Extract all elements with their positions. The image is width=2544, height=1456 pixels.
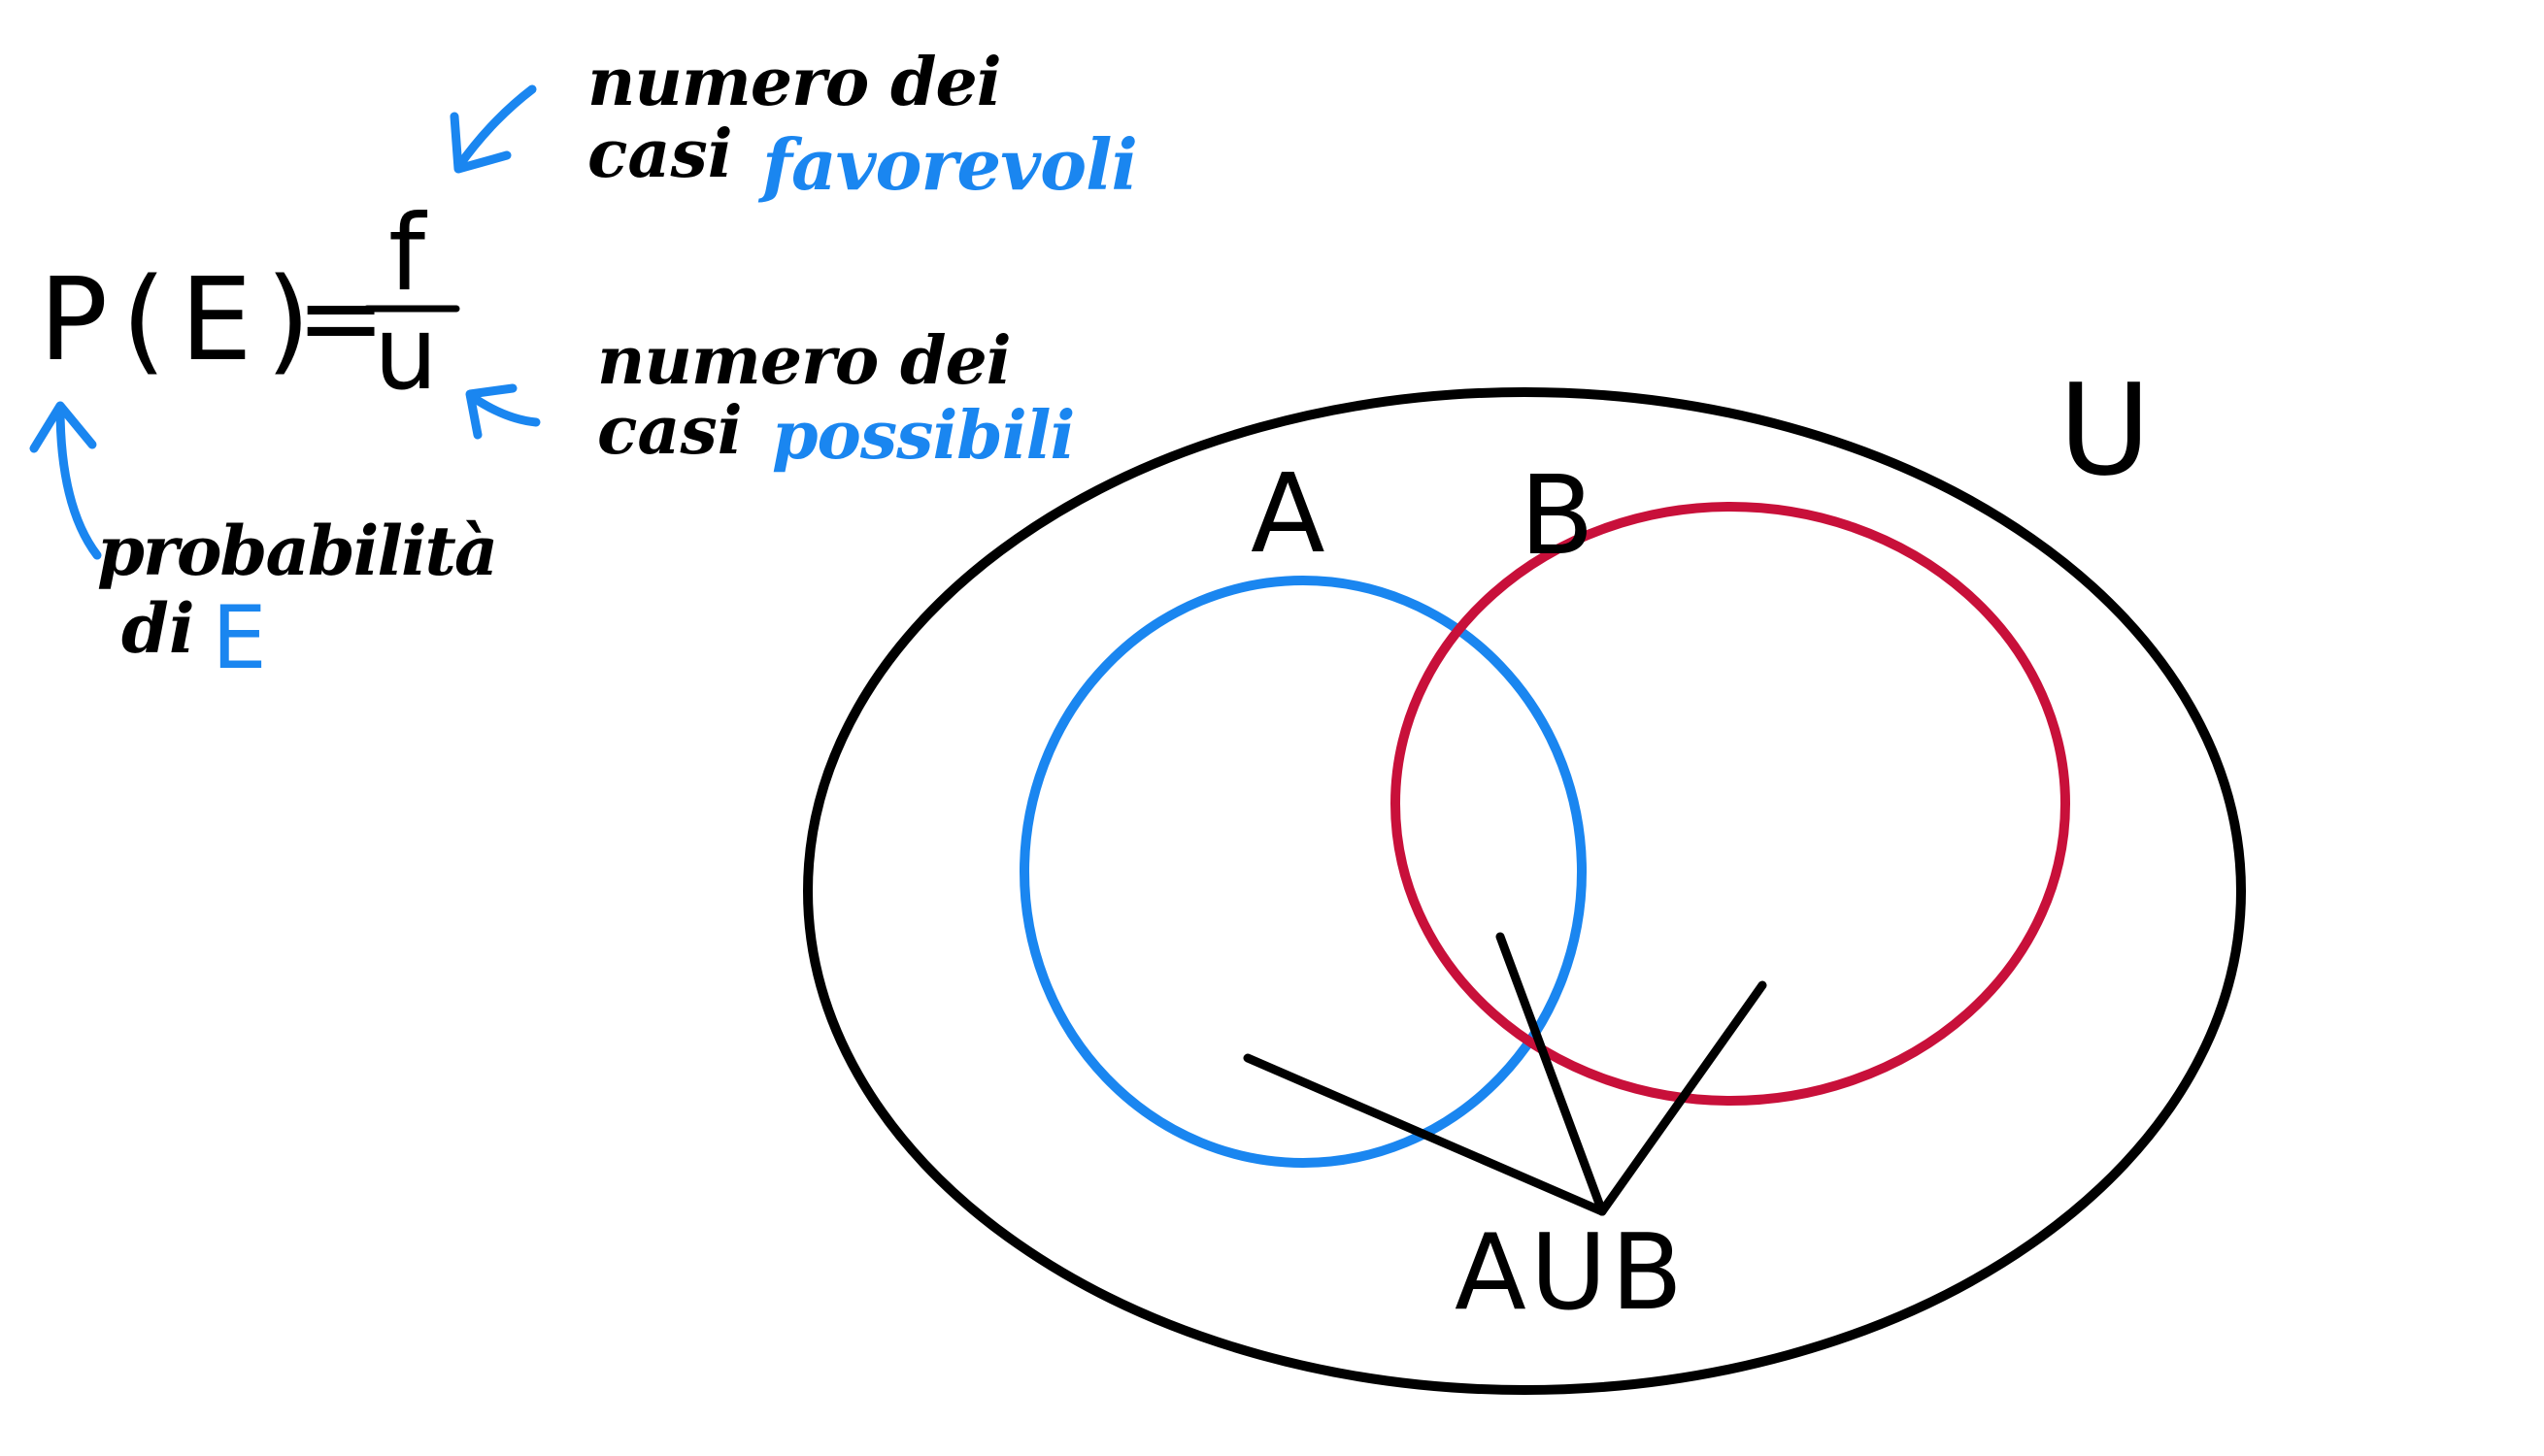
favorable-cases-note: numero dei casi favorevoli [587,44,1138,206]
formula-denominator: u [374,294,438,413]
venn-diagram: U A B AUB [803,356,2246,1395]
formula-equals: = [296,255,385,380]
set-a-circle [1020,576,1587,1168]
possible-line1: numero dei [597,322,1011,400]
probability-note: probabilità di E [97,511,498,689]
possible-line2-prefix: casi [597,392,743,470]
probability-line2-prefix: di [121,588,195,669]
probability-line2-highlight: E [212,587,267,689]
favorable-line1: numero dei [587,44,1001,121]
favorable-line2-prefix: casi [587,116,733,193]
possible-line2-highlight: possibili [772,397,1074,475]
probability-formula: P(E) = f u [39,193,460,413]
universe-label: U [2059,356,2151,504]
set-b-circle [1390,502,2070,1106]
set-a-label: A [1251,451,1325,578]
formula-numerator: f [388,193,428,314]
possible-arrow-icon [465,383,541,440]
set-b-label: B [1520,453,1594,579]
universe-ellipse [803,387,2246,1395]
probability-arrow-icon [29,401,102,560]
favorable-line2-highlight: favorevoli [757,123,1137,206]
union-label: AUB [1455,1212,1687,1334]
possible-cases-note: numero dei casi possibili [597,322,1075,475]
union-pointer-lines [1243,932,1767,1216]
favorable-arrow-icon [450,84,537,174]
probability-line1: probabilità [97,511,496,591]
formula-lhs: P(E) [39,252,324,386]
